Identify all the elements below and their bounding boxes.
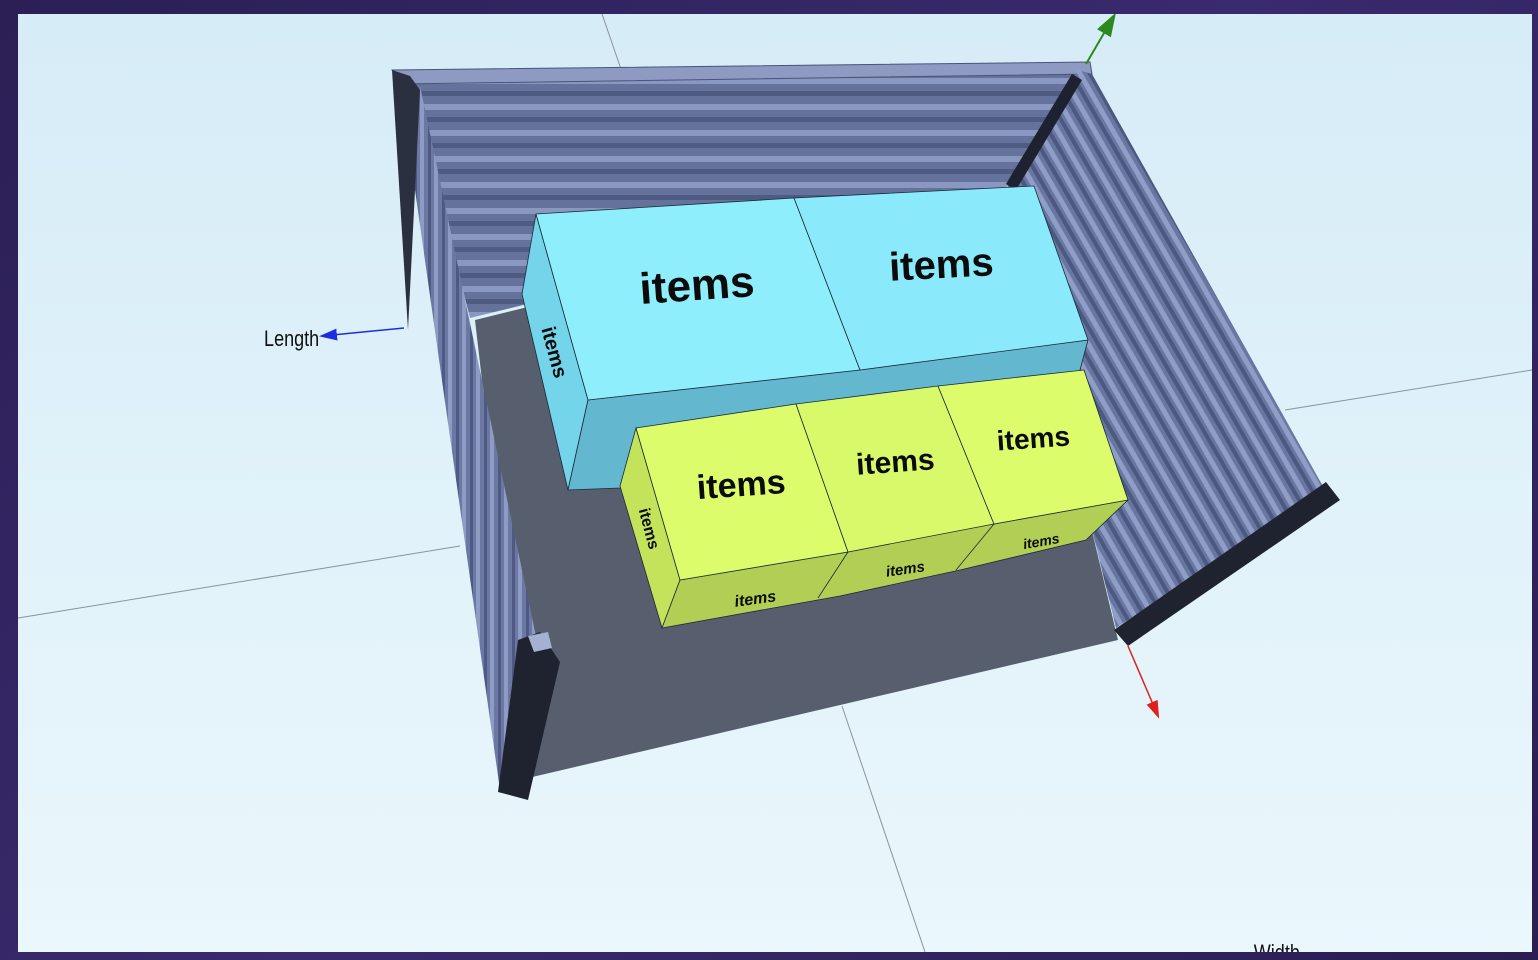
box-label: items xyxy=(1022,530,1061,552)
container-right-post xyxy=(1114,482,1340,646)
axis-gizmo: Length Width xyxy=(264,14,1300,952)
box-label: items xyxy=(888,240,995,289)
container-left-wall xyxy=(400,84,538,790)
box-group-small[interactable]: items items items items items items item… xyxy=(619,369,1130,630)
ground-grid xyxy=(18,14,1532,952)
box-label: items xyxy=(855,443,935,481)
box-label: items xyxy=(696,463,787,507)
container-left-post xyxy=(498,632,560,800)
x-axis-arrow xyxy=(1127,645,1160,719)
length-axis-label: Length xyxy=(264,327,319,351)
y-axis-arrow xyxy=(1085,14,1117,65)
z-axis-arrow xyxy=(319,327,405,341)
width-axis-label: Width xyxy=(1254,941,1300,952)
scene-canvas[interactable]: items items items items items items item… xyxy=(18,14,1532,952)
container-left-post-top xyxy=(528,632,552,652)
box-label: items xyxy=(885,558,926,580)
box-label: items xyxy=(733,588,777,611)
container-right-wall-inner-edge xyxy=(1006,74,1082,190)
box-large-top-2[interactable] xyxy=(793,185,1089,371)
3d-viewport[interactable]: items items items items items items item… xyxy=(18,14,1532,952)
box-label: items xyxy=(638,257,756,314)
box-small-top-3[interactable] xyxy=(937,369,1129,525)
container-left-wall-edge xyxy=(392,70,420,330)
box-label: items xyxy=(996,421,1071,457)
